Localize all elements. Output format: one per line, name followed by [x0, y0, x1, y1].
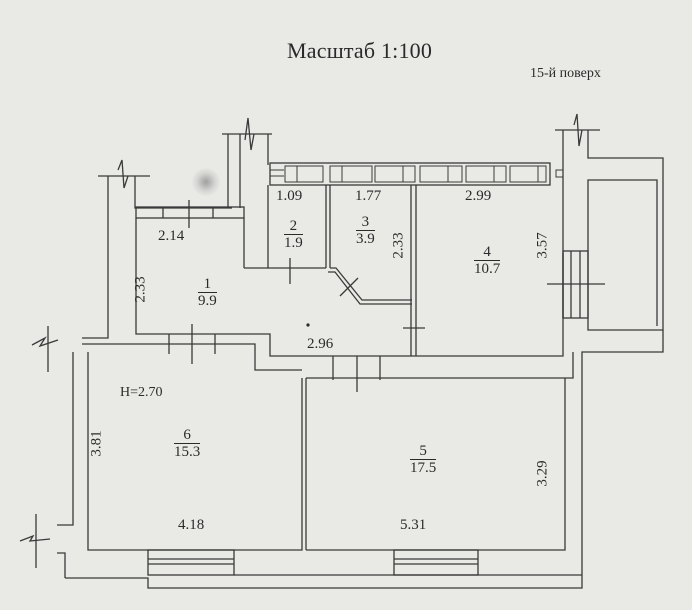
wall-line: [134, 176, 232, 209]
dim-room2-width: 1.09: [276, 188, 303, 204]
room-1-label: 1 9.9: [198, 276, 217, 309]
dim-room5-height: 3.29: [534, 460, 551, 487]
dim-room3-height: 2.33: [390, 232, 407, 259]
room-2-area: 1.9: [284, 235, 303, 251]
floor-label: 15-й поверх: [530, 66, 601, 81]
room-2-number: 2: [284, 218, 303, 235]
room-6-label: 6 15.3: [174, 427, 201, 460]
room-6-number: 6: [174, 427, 201, 444]
room-4-number: 4: [474, 244, 501, 261]
ceiling-height-label: H=2.70: [120, 385, 163, 400]
dim-room6-width: 4.18: [178, 517, 205, 533]
dim-room1-width: 2.14: [158, 228, 185, 244]
room-1-area: 9.9: [198, 293, 217, 309]
dim-hall-width: 2.96: [307, 336, 334, 352]
room-3-label: 3 3.9: [356, 214, 375, 247]
room-3-area: 3.9: [356, 231, 375, 247]
dim-room4-height: 3.57: [534, 232, 551, 259]
room-3-number: 3: [356, 214, 375, 231]
dim-room5-width: 5.31: [400, 517, 427, 533]
room-5-label: 5 17.5: [410, 443, 437, 476]
dim-room1-height: 2.33: [132, 276, 149, 303]
wall-line: [82, 176, 109, 339]
room-6-area: 15.3: [174, 444, 201, 460]
room-4-label: 4 10.7: [474, 244, 501, 277]
room-5-number: 5: [410, 443, 437, 460]
room-1-number: 1: [198, 276, 217, 293]
scale-title: Масштаб 1:100: [287, 38, 433, 63]
room-2-label: 2 1.9: [284, 218, 303, 251]
room-4-area: 10.7: [474, 261, 501, 277]
dim-room4-width: 2.99: [465, 188, 492, 204]
smudge-mark: [192, 168, 220, 196]
room-5-area: 17.5: [410, 460, 437, 476]
dim-room3-width: 1.77: [355, 188, 382, 204]
dim-room6-height: 3.81: [88, 430, 105, 457]
